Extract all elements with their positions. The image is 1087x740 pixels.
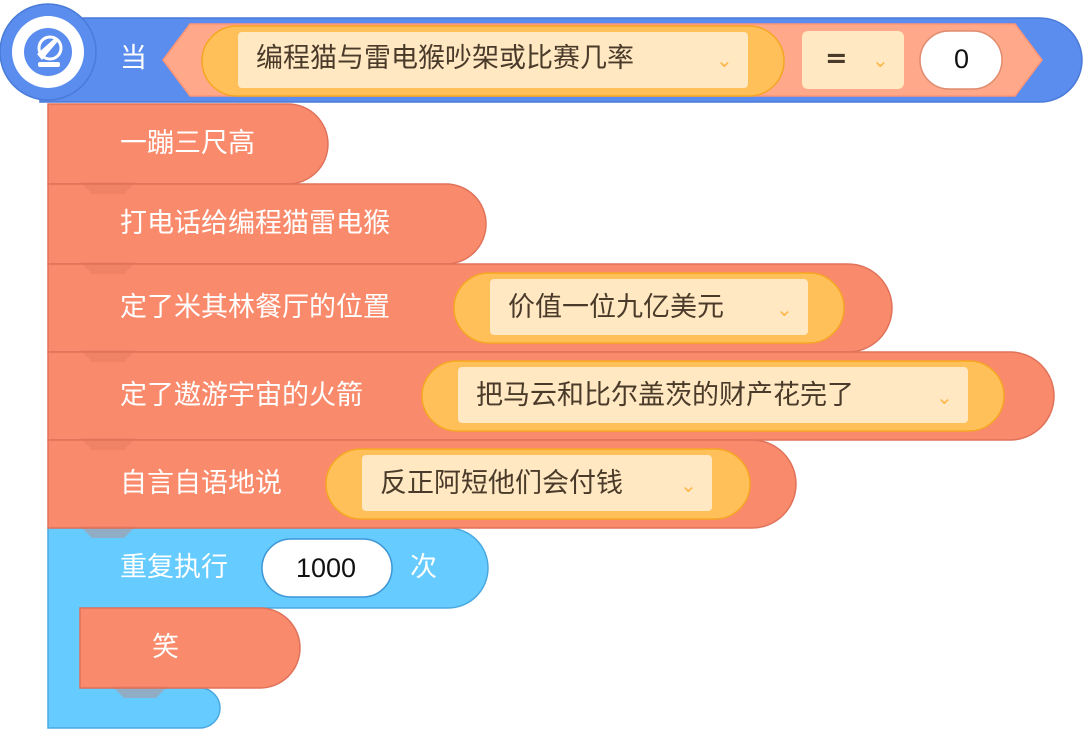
- chevron-down-icon[interactable]: ⌄: [776, 297, 793, 321]
- block-1-label: 打电话给编程猫雷电猴: [120, 208, 390, 239]
- block-2-dropdown[interactable]: 价值一位九亿美元: [508, 292, 724, 323]
- condition-dropdown[interactable]: 编程猫与雷电猴吵架或比赛几率: [256, 43, 634, 74]
- repeat-count-input[interactable]: [261, 538, 393, 598]
- inner-block-label: 笑: [152, 632, 179, 663]
- repeat-label-before: 重复执行: [120, 552, 228, 583]
- block-4-label: 自言自语地说: [120, 468, 282, 499]
- operator-pill[interactable]: [802, 31, 904, 89]
- block-3-dropdown-inner: [458, 367, 968, 423]
- block-4-dropdown-inner: [362, 455, 712, 511]
- value-input[interactable]: [919, 30, 1003, 90]
- when-label: 当: [120, 43, 147, 74]
- block-3-dropdown[interactable]: 把马云和比尔盖茨的财产花完了: [476, 380, 854, 411]
- repeat-count[interactable]: 1000: [296, 553, 357, 583]
- block-4-dropdown[interactable]: 反正阿短他们会付钱: [380, 468, 623, 499]
- block-3-label: 定了遨游宇宙的火箭: [120, 380, 363, 411]
- chevron-down-icon[interactable]: ⌄: [716, 48, 733, 72]
- chevron-down-icon[interactable]: ⌄: [936, 385, 953, 409]
- block-1-shape[interactable]: [47, 183, 487, 265]
- condition-pill-inner: [238, 32, 748, 88]
- chevron-down-icon[interactable]: ⌄: [680, 473, 697, 497]
- chevron-down-icon[interactable]: ⌄: [872, 48, 889, 72]
- inner-block-shape[interactable]: [79, 607, 301, 689]
- operator-value[interactable]: =: [825, 43, 848, 74]
- satellite-globe-icon: [37, 35, 63, 67]
- block-0-shape[interactable]: [47, 103, 329, 185]
- value-text[interactable]: 0: [954, 44, 970, 74]
- block-2-dropdown-inner: [490, 279, 808, 335]
- block-0-label: 一蹦三尺高: [120, 128, 255, 159]
- block-2-label: 定了米其林餐厅的位置: [120, 292, 390, 323]
- repeat-label-after: 次: [410, 552, 437, 583]
